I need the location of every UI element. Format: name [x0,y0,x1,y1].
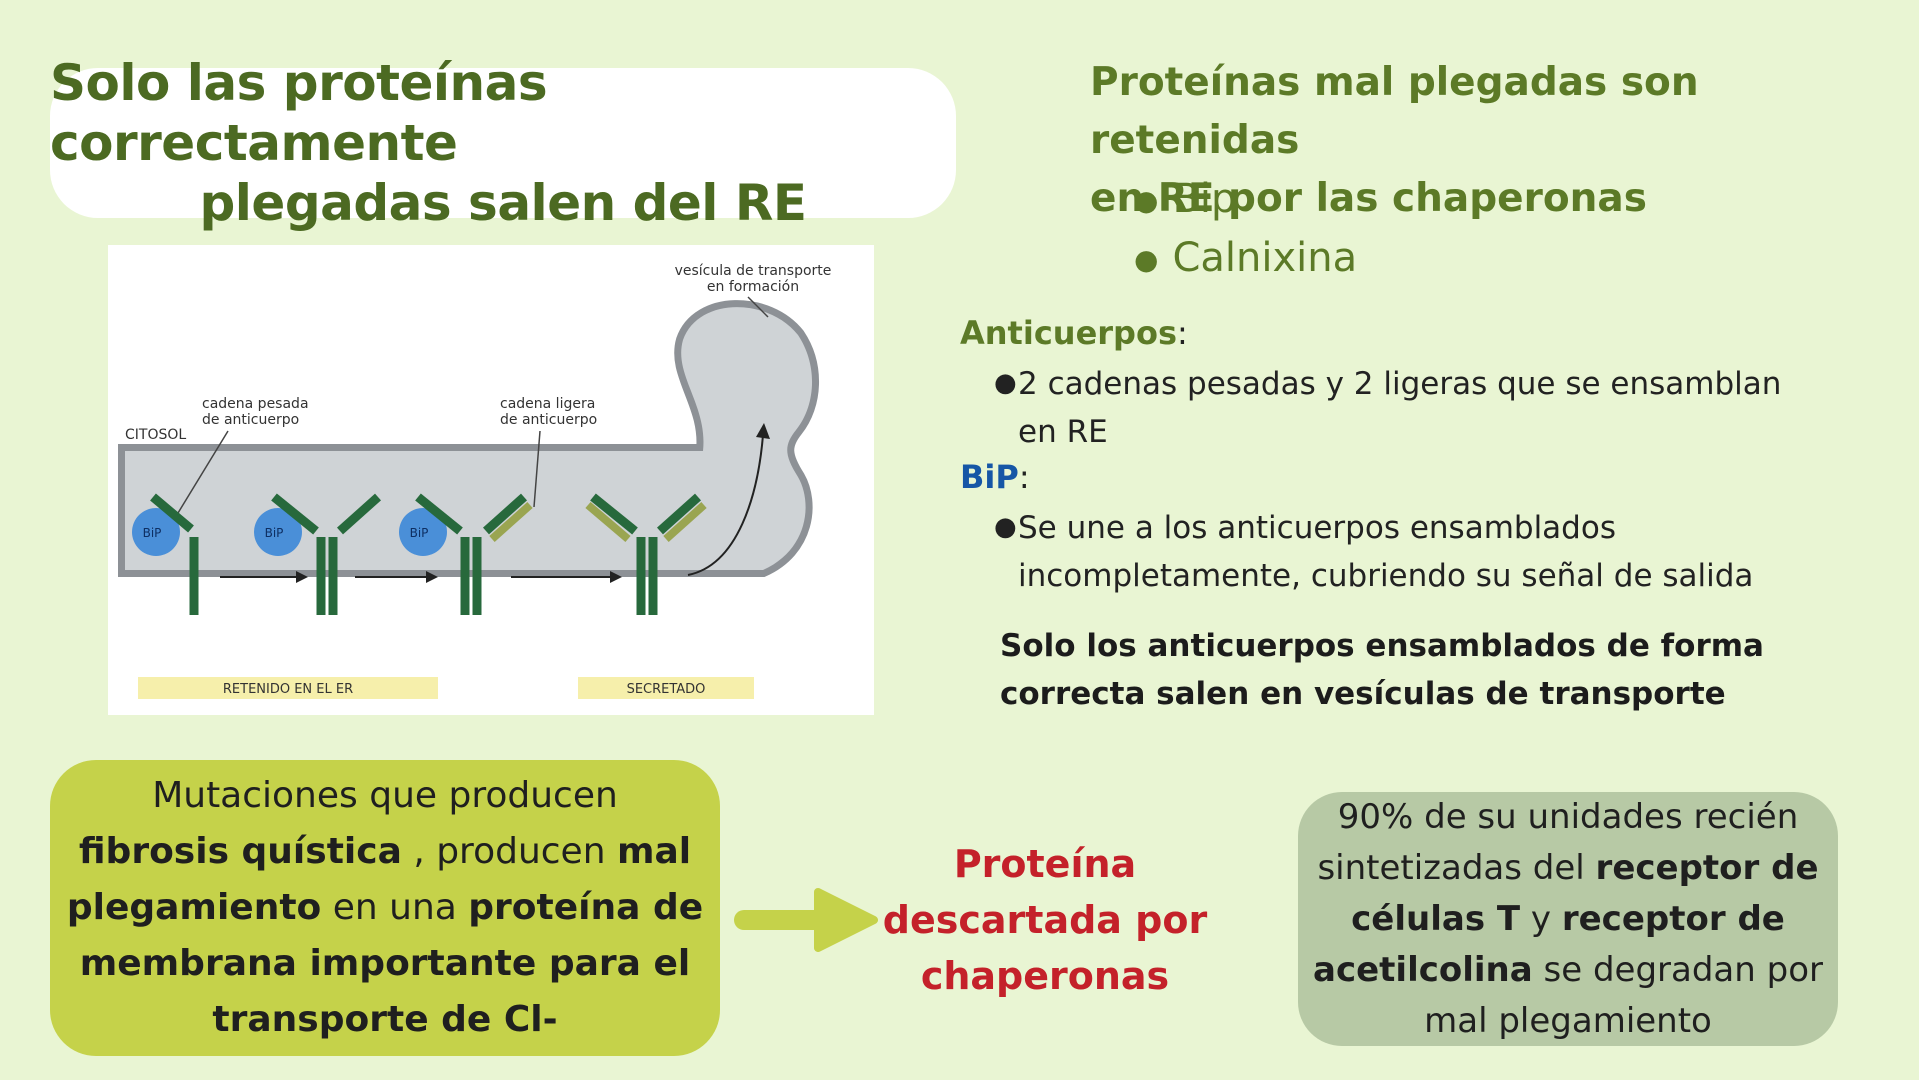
mutation-text-part: en una [321,887,469,928]
antibody-stage-4 [585,493,707,615]
bullet-icon: ● [1134,184,1159,217]
chaperone-heading-line-1: Proteínas mal plegadas son retenidas [1090,60,1699,163]
receptor-text-part: y [1520,898,1562,939]
light-chain-label-1: cadena ligera [500,396,595,412]
mutation-text-part: Mutaciones que producen [152,775,618,816]
bip-section-label-text: BiP [960,458,1019,496]
secreted-band [578,677,754,699]
bip-line-2: incompletamente, cubriendo su señal de s… [1018,558,1754,594]
receptor-t-cell: receptor de células T [1351,847,1819,939]
chaperone-item-bip: ● Bip [1134,170,1236,230]
receptor-text-part: 90% de su unidades recién sintetizadas d… [1317,796,1799,888]
chaperone-heading-line-2: en RE por las chaperonas [1090,176,1647,221]
bip-section-label: BiP: [960,458,1030,496]
antibody-stage-3: BiP [399,493,533,615]
cytosol-label: CITOSOL [125,427,186,443]
mutation-text: Mutaciones que producen fibrosis quístic… [60,768,710,1048]
er-lumen [125,307,813,570]
antibodies-line-1: 2 cadenas pesadas y 2 ligeras que se ens… [1018,366,1782,402]
mutation-protein: proteína de membrana importante para el … [79,887,704,1040]
bullet-icon: ● [1134,243,1159,276]
antibody-stage-1: BiP [132,493,199,615]
discarded-line-2: descartada por [882,898,1208,942]
mutation-misfolding: mal plegamiento [66,831,692,928]
title-box: Solo las proteínas correctamente plegada… [50,54,956,232]
vesicle-label-2: en formación [707,279,799,295]
heavy-leader [177,430,229,514]
discarded-line-3: chaperonas [920,954,1170,998]
retained-label: RETENIDO EN EL ER [223,682,353,697]
light-chain-label-2: de anticuerpo [500,412,597,428]
right-arrow-icon [734,888,878,952]
retained-band [138,677,438,699]
antibodies-label-text: Anticuerpos [960,314,1177,352]
antibodies-label: Anticuerpos: [960,314,1188,352]
mutation-disease: fibrosis quística [78,831,402,872]
antibodies-line-2: en RE [1018,414,1108,450]
vesicle-leader [747,296,769,318]
bip-label-2: BiP [265,526,284,540]
secretion-arrow [687,434,764,576]
heavy-chain-label-2: de anticuerpo [202,412,299,428]
bip-line-1: Se une a los anticuerpos ensamblados [1018,510,1616,546]
vesicle-label-1: vesícula de transporte [675,263,832,279]
chaperone-item-label: Calnixina [1172,235,1358,281]
receptor-box: 90% de su unidades recién sintetizadas d… [1298,792,1838,1046]
receptor-acetylcholine: receptor de acetilcolina [1313,898,1785,990]
chaperone-heading: Proteínas mal plegadas son retenidas en … [1090,54,1910,228]
title-line-2: plegadas salen del RE [199,174,807,232]
secreted-label: SECRETADO [627,682,706,697]
bip-protein-1 [132,508,180,556]
bip-section-colon: : [1018,458,1030,496]
mutation-box: Mutaciones que producen fibrosis quístic… [50,760,720,1056]
light-leader [533,430,541,508]
antibody-stage-2: BiP [254,493,382,615]
correct-assembly-note: Solo los anticuerpos ensamblados de form… [1000,622,1860,718]
er-diagram-figure: vesícula de transporte en formación cade… [108,245,874,715]
bullet-icon: ● [994,368,1017,398]
note-line-2: correcta salen en vesículas de transport… [1000,676,1726,712]
title-line-1: Solo las proteínas correctamente [50,54,548,172]
antibodies-colon: : [1176,314,1188,352]
er-diagram: vesícula de transporte en formación cade… [118,263,832,699]
bullet-icon: ● [994,512,1017,542]
bip-label-3: BiP [410,526,429,540]
receptor-text-part: se degradan por mal plegamiento [1424,949,1823,1041]
mutation-text-part: , producen [401,831,617,872]
receptor-text: 90% de su unidades recién sintetizadas d… [1303,792,1833,1047]
chaperone-item-label: Bip [1172,176,1237,222]
note-line-1: Solo los anticuerpos ensamblados de form… [1000,628,1764,664]
discarded-line-1: Proteína [953,842,1137,886]
bip-label-1: BiP [143,526,162,540]
chaperone-item-calnixina: ● Calnixina [1134,229,1357,289]
heavy-chain-label-1: cadena pesada [202,396,309,412]
discarded-protein-text: Proteína descartada por chaperonas [880,836,1210,1004]
